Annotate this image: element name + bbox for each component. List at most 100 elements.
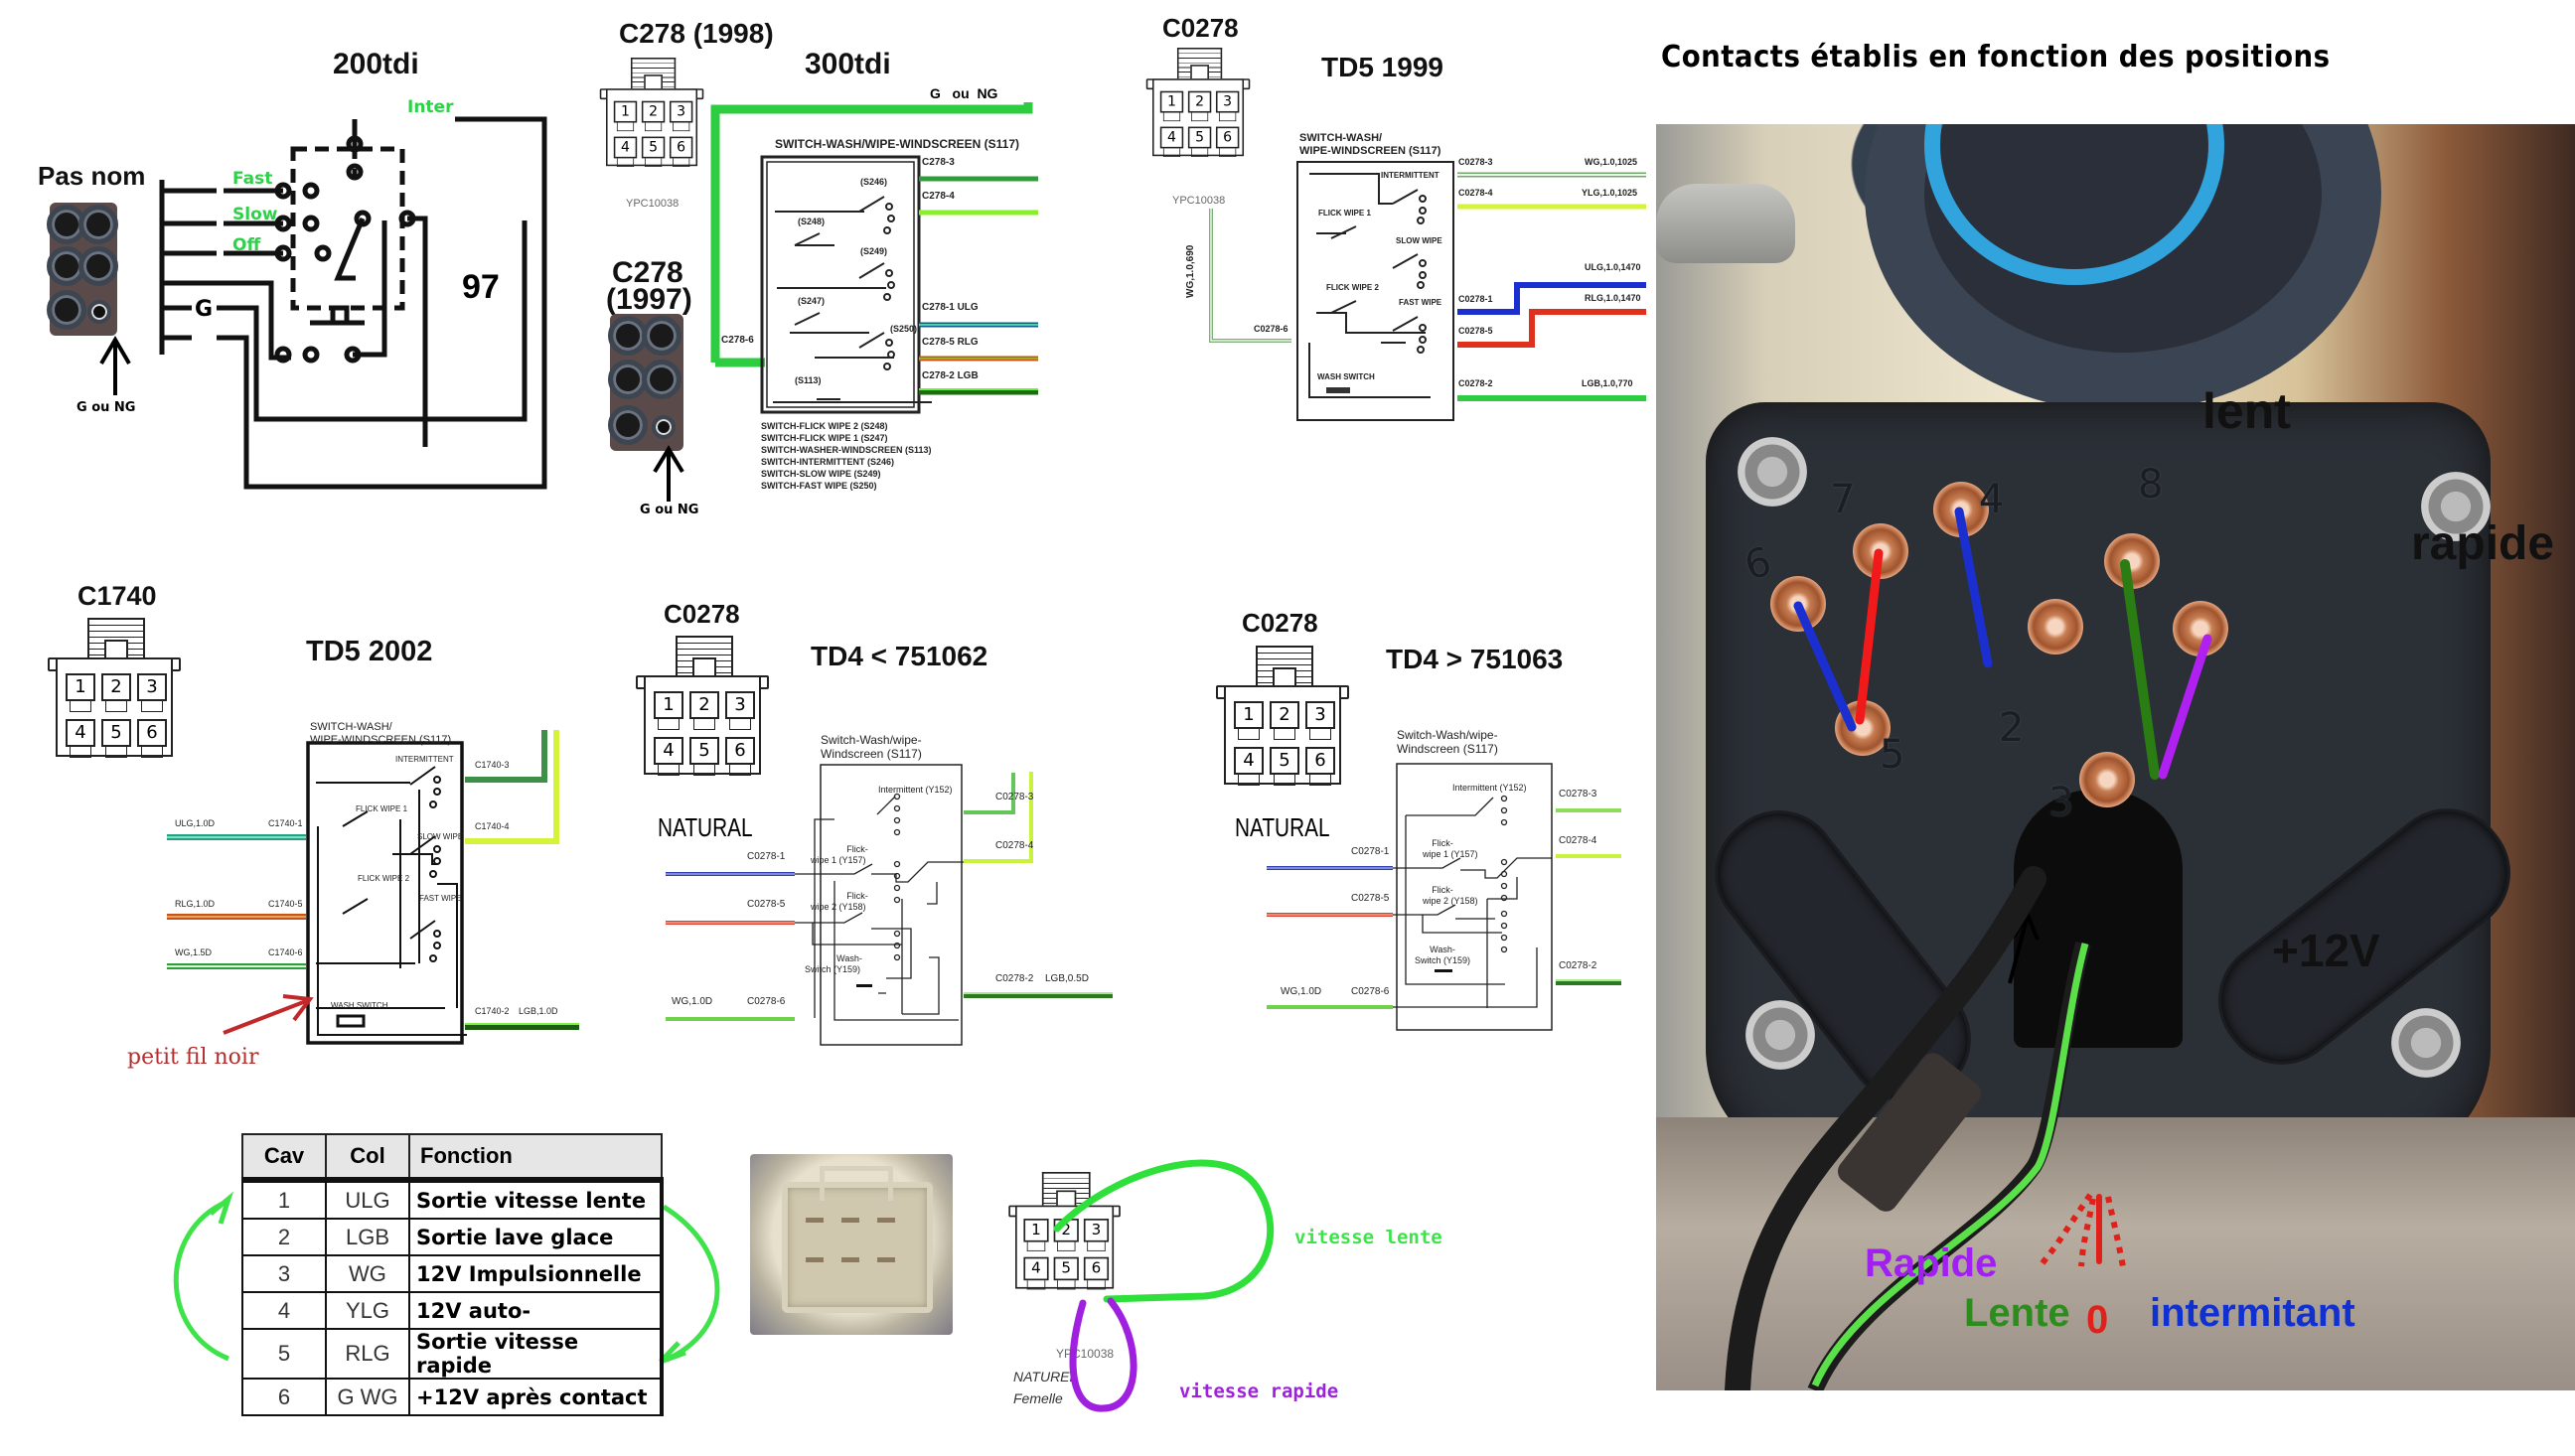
wire-wg-1-5d: WG,1.5D: [175, 947, 213, 957]
inner-label-wash-switch: WASH SWITCH: [1317, 372, 1375, 381]
connector-label-pas-nom: Pas nom: [38, 161, 146, 191]
pin-c278-1: C278-1 ULG: [922, 302, 979, 313]
legend-item: SWITCH-WASHER-WINDSCREEN (S113): [761, 445, 932, 455]
cavity-2: 2: [101, 673, 131, 712]
inner-label-flick-wipe-2: FLICK WIPE 2: [358, 874, 410, 883]
connector-sub-femelle: Femelle: [1013, 1390, 1063, 1406]
cavity-1: 1: [613, 100, 638, 132]
pin-c0278-4: C0278-4: [1458, 188, 1493, 198]
inner-label-switch-y159: Switch (Y159): [805, 964, 861, 974]
inner-label-wash: Wash-: [836, 953, 862, 963]
cavity-2: 2: [1187, 90, 1212, 122]
contact-stud-3: [2079, 752, 2135, 807]
link-line-red: [1855, 548, 1884, 725]
cell-cav: 4: [241, 1291, 327, 1330]
pin-c0278-3: C0278-3: [1559, 789, 1597, 800]
connector-c1740: 1 2 3 4 5 6: [48, 618, 181, 758]
top-wire-label: G ou NG: [930, 85, 998, 101]
pin-c0278-6: C0278-6: [747, 996, 786, 1007]
cavity-5: 5: [689, 737, 719, 776]
cavity-4: 4: [66, 719, 95, 758]
switch-photo: 6 7 4 8 5 2 3 lent rapide +12V Rapide Le…: [1656, 124, 2575, 1390]
header-cav: Cav: [241, 1133, 327, 1181]
cavity-2: 2: [1270, 701, 1299, 740]
pin-c0278-4: C0278-4: [995, 840, 1034, 851]
inner-label-flick: Flick-: [1432, 885, 1453, 895]
connector-title-c278-1998: C278 (1998): [619, 18, 774, 49]
cavity-3: 3: [1083, 1219, 1110, 1251]
position-mark-intermittent: [2105, 1196, 2126, 1267]
switch-title-line1-td5-2002: SWITCH-WASH/: [310, 721, 392, 733]
table-arrows: [173, 1191, 720, 1365]
inner-label-wash-switch: WASH SWITCH: [331, 1001, 388, 1010]
label-rapide: rapide: [2411, 517, 2555, 570]
cavity-6: 6: [1215, 126, 1240, 157]
right-curved-arrow-icon: [662, 1204, 720, 1364]
switch-title-line2: Windscreen (S117): [1397, 742, 1498, 756]
cavity-2: 2: [641, 100, 666, 132]
cell-fonction: Sortie lave glace: [408, 1218, 664, 1256]
inner-label-wash: Wash-: [1430, 945, 1455, 954]
connector-title-c0278: C0278: [1242, 608, 1318, 638]
connector-c0278-td4-after: 1 2 3 4 5 6: [1216, 646, 1349, 786]
inner-label-flick-wipe-1: FLICK WIPE 1: [1318, 209, 1371, 218]
inner-label-slow-wipe: SLOW WIPE: [417, 832, 464, 841]
wire-rlg-1470: RLG,1.0,1470: [1585, 293, 1641, 303]
pin-c1740-1: C1740-1: [268, 818, 303, 828]
inner-label-flick-wipe-1: FLICK WIPE 1: [356, 804, 408, 813]
wire-wg-1025: WG,1.0,1025: [1585, 157, 1638, 167]
cell-fonction: Sortie vitesse lente: [408, 1179, 664, 1220]
cavity-4: 4: [613, 136, 638, 167]
label-plus-12v: +12V: [2272, 925, 2380, 976]
inner-label-intermittent: INTERMITTENT: [1381, 171, 1439, 180]
switch-title-300tdi: SWITCH-WASH/WIPE-WINDSCREEN (S117): [775, 137, 1020, 151]
pin-c0278-3: C0278-3: [995, 792, 1034, 802]
connector-c0278-td4-before: 1 2 3 4 5 6: [636, 636, 769, 776]
pin-c0278-1: C0278-1: [1351, 846, 1390, 857]
connector-sub-natural: NATURAL: [1235, 812, 1330, 842]
pin-c1740-6: C1740-6: [268, 947, 303, 957]
bridge-loop-fast: [1069, 1297, 1137, 1412]
label-slow: Slow: [232, 205, 278, 224]
tag-s246: (S246): [860, 177, 888, 187]
inner-label-switch-y159: Switch (Y159): [1415, 955, 1471, 965]
pin-c0278-5: C0278-5: [1351, 893, 1390, 904]
cell-col: RLG: [325, 1328, 410, 1380]
stud-number: 2: [1999, 705, 2025, 751]
schematic-200tdi: [99, 116, 547, 490]
photo-panel-title: Contacts établis en fonction des positio…: [1661, 40, 2331, 74]
inner-label-fast-wipe: FAST WIPE: [419, 894, 462, 903]
connector-ref-ypc10038: YPC10038: [626, 198, 680, 210]
cavity-5: 5: [1270, 747, 1299, 786]
cell-fonction: +12V après contact: [408, 1378, 664, 1416]
pin-c1740-4: C1740-4: [475, 821, 510, 831]
switch-title-line1: SWITCH-WASH/: [1299, 132, 1383, 144]
title-200tdi: 200tdi: [333, 48, 419, 80]
left-curved-arrow-icon: [173, 1199, 229, 1362]
arrow-label-g-ou-ng-2: G ou NG: [640, 503, 699, 517]
cavity-4: 4: [654, 737, 683, 776]
pin-c0278-3: C0278-3: [1458, 157, 1493, 167]
cavity-3: 3: [1215, 90, 1240, 122]
table-header-row: Cav Col Fonction: [241, 1133, 663, 1181]
legend-item: SWITCH-FAST WIPE (S250): [761, 481, 877, 491]
wire-rlg-1-0d: RLG,1.0D: [175, 899, 216, 909]
bridge-loops: [1053, 1159, 1275, 1412]
pin-c0278-6: C0278-6: [1254, 324, 1288, 334]
cavity-4: 4: [1023, 1256, 1049, 1290]
title-300tdi: 300tdi: [805, 48, 891, 80]
tag-s249: (S249): [860, 246, 888, 256]
title-td5-1999: TD5 1999: [1321, 52, 1443, 82]
cavity-6: 6: [669, 136, 693, 167]
tag-s248: (S248): [798, 217, 826, 226]
red-arrow-icon: [223, 994, 314, 1035]
pin-c0278-1: C0278-1: [747, 851, 786, 862]
annotation-petit-fil-noir: petit fil noir: [127, 1045, 259, 1070]
cavity-6: 6: [725, 737, 755, 776]
connector-c278-1998: 1 2 3 4 5 6: [599, 58, 704, 167]
legend-item: SWITCH-INTERMITTENT (S246): [761, 457, 894, 467]
pin-c0278-2: C0278-2: [1559, 960, 1597, 971]
